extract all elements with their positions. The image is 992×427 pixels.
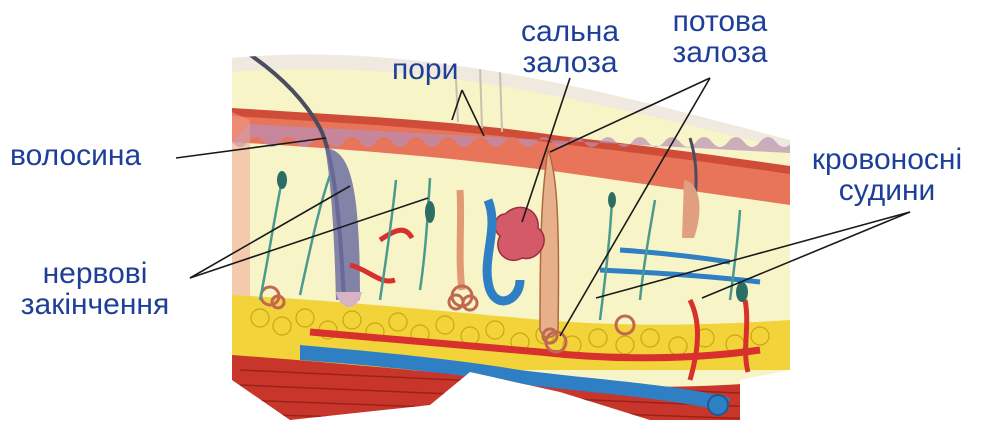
- label-nerve-endings-line-2: закінчення: [10, 289, 180, 320]
- label-blood-vessels-line-2: судини: [792, 175, 982, 206]
- label-blood-vessels-line-1: кровоносні: [792, 144, 982, 175]
- label-pores: пори: [392, 54, 458, 85]
- label-sweat-gland-line-2: залоза: [650, 37, 790, 68]
- label-hair: волосина: [10, 140, 141, 171]
- label-blood-vessels: кровоносні судини: [792, 144, 982, 206]
- label-nerve-endings: нервові закінчення: [10, 258, 180, 320]
- label-sebaceous-gland-line-2: залоза: [500, 47, 640, 78]
- vessel-cross-section: [708, 395, 728, 415]
- skin-block-illustration: [225, 40, 808, 427]
- label-nerve-endings-line-1: нервові: [10, 258, 180, 289]
- label-sebaceous-gland: сальна залоза: [500, 16, 640, 78]
- label-sebaceous-gland-line-1: сальна: [500, 16, 640, 47]
- sweat-duct: [460, 190, 462, 290]
- label-sweat-gland: потова залоза: [650, 6, 790, 68]
- label-sweat-gland-line-1: потова: [650, 6, 790, 37]
